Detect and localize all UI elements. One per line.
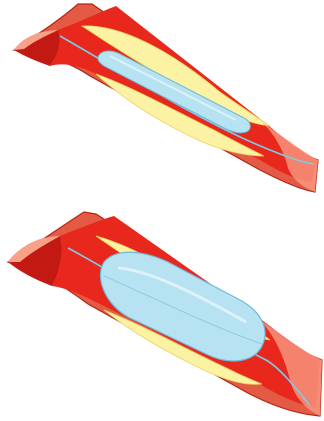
inflated-balloon-panel: [8, 212, 322, 416]
deflated-balloon-panel: [14, 4, 318, 192]
